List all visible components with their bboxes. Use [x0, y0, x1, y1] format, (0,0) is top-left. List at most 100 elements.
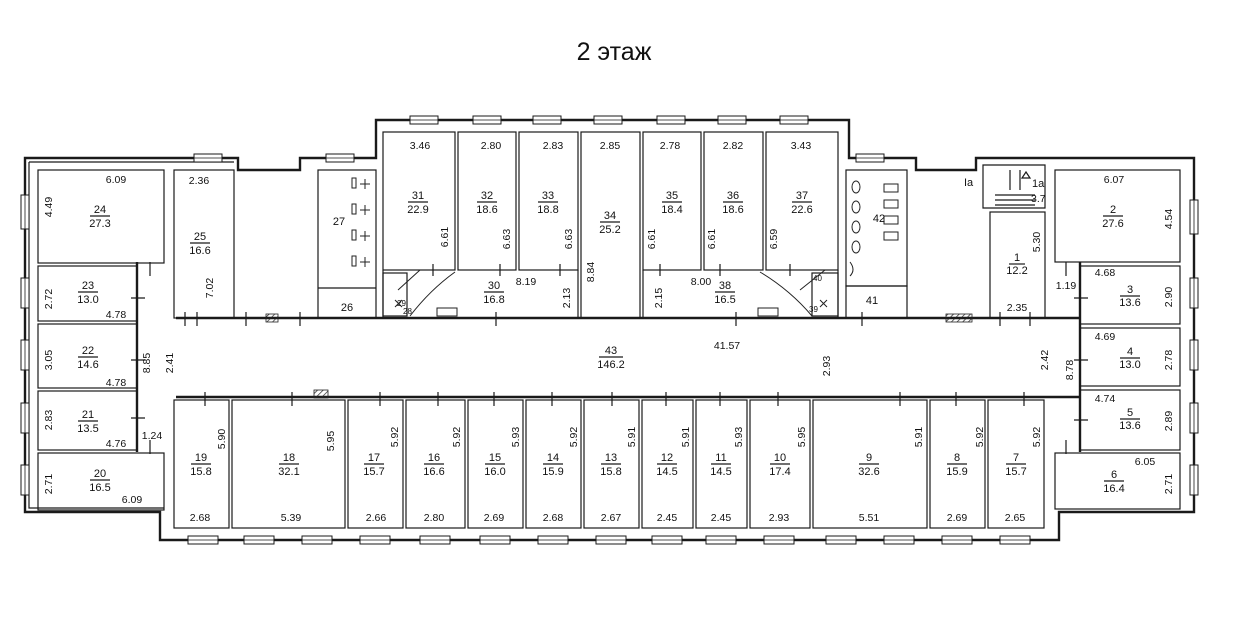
svg-text:2.80: 2.80 — [424, 512, 445, 524]
room-41: 41 — [866, 295, 878, 307]
room-29: 29 — [397, 299, 406, 308]
svg-text:8.19: 8.19 — [516, 276, 537, 288]
svg-text:17: 17 — [368, 452, 380, 464]
svg-text:13.6: 13.6 — [1119, 420, 1140, 432]
room-26: 26 — [341, 302, 353, 314]
svg-text:21: 21 — [82, 409, 94, 421]
svg-text:6: 6 — [1111, 469, 1117, 481]
sanitary-fixtures — [351, 177, 899, 317]
svg-text:13.0: 13.0 — [1119, 359, 1140, 371]
window — [20, 339, 30, 371]
svg-text:9: 9 — [866, 452, 872, 464]
svg-text:16.6: 16.6 — [189, 245, 210, 257]
svg-text:41: 41 — [866, 295, 878, 307]
svg-text:16.5: 16.5 — [714, 294, 735, 306]
svg-text:16.0: 16.0 — [484, 466, 505, 478]
svg-text:2.13: 2.13 — [561, 288, 573, 309]
svg-text:3.7: 3.7 — [1031, 193, 1046, 205]
svg-text:16: 16 — [428, 452, 440, 464]
room-4: 413.0 — [1119, 346, 1140, 371]
room-28: 28 — [403, 307, 412, 316]
svg-text:5.51: 5.51 — [859, 512, 880, 524]
svg-text:18.8: 18.8 — [537, 204, 558, 216]
window — [20, 464, 30, 496]
svg-text:24: 24 — [94, 204, 106, 216]
window — [1189, 402, 1199, 434]
svg-text:27.3: 27.3 — [89, 218, 110, 230]
room-27: 27 — [333, 216, 345, 228]
svg-text:2.68: 2.68 — [190, 512, 211, 524]
window — [20, 194, 30, 230]
svg-text:4.69: 4.69 — [1095, 331, 1116, 343]
svg-text:4.68: 4.68 — [1095, 267, 1116, 279]
svg-text:2.67: 2.67 — [601, 512, 622, 524]
svg-text:2.83: 2.83 — [43, 410, 55, 431]
svg-text:7: 7 — [1013, 452, 1019, 464]
svg-text:37: 37 — [796, 190, 808, 202]
svg-text:16.4: 16.4 — [1103, 483, 1124, 495]
svg-text:6.63: 6.63 — [563, 229, 575, 250]
window — [193, 153, 223, 163]
svg-text:6.59: 6.59 — [768, 229, 780, 250]
svg-text:14: 14 — [547, 452, 559, 464]
svg-text:14.6: 14.6 — [77, 359, 98, 371]
window — [883, 535, 915, 545]
svg-text:5.92: 5.92 — [974, 427, 986, 448]
room-9: 932.6 — [858, 452, 879, 478]
svg-text:39: 39 — [809, 305, 818, 314]
svg-text:32: 32 — [481, 190, 493, 202]
svg-text:2.68: 2.68 — [543, 512, 564, 524]
svg-text:4: 4 — [1127, 346, 1133, 358]
window — [187, 535, 219, 545]
svg-text:15.8: 15.8 — [600, 466, 621, 478]
room-7: 715.7 — [1005, 452, 1026, 478]
svg-text:2.71: 2.71 — [1163, 474, 1175, 495]
svg-text:2.45: 2.45 — [657, 512, 678, 524]
svg-text:15.9: 15.9 — [946, 466, 967, 478]
page-title: 2 этаж — [576, 38, 652, 66]
svg-text:35: 35 — [666, 190, 678, 202]
svg-text:18.4: 18.4 — [661, 204, 682, 216]
svg-text:2.93: 2.93 — [769, 512, 790, 524]
svg-text:5: 5 — [1127, 407, 1133, 419]
svg-text:5.91: 5.91 — [680, 427, 692, 448]
window — [325, 153, 355, 163]
room-6: 616.4 — [1103, 469, 1124, 495]
room-39: 39 — [809, 305, 818, 314]
svg-text:33: 33 — [542, 190, 554, 202]
svg-text:16.6: 16.6 — [423, 466, 444, 478]
svg-text:8.85: 8.85 — [141, 353, 153, 374]
room-16: 16 16.6 — [423, 452, 444, 478]
room-35: 35 18.4 — [661, 190, 682, 216]
svg-text:15: 15 — [489, 452, 501, 464]
window — [419, 535, 451, 545]
svg-text:25: 25 — [194, 231, 206, 243]
room-42: 42 — [873, 213, 885, 225]
svg-text:19: 19 — [195, 452, 207, 464]
window — [1189, 464, 1199, 496]
svg-text:1.24: 1.24 — [142, 430, 163, 442]
svg-text:8.00: 8.00 — [691, 276, 712, 288]
south-block — [173, 399, 1045, 529]
svg-text:5.30: 5.30 — [1031, 232, 1043, 253]
dimension-labels: 2.35 5.30 3.7 6.07 4.54 4.68 2.90 1.19 4… — [43, 140, 1175, 524]
svg-text:13.5: 13.5 — [77, 423, 98, 435]
room-24: 24 27.3 — [89, 204, 110, 230]
svg-text:5.93: 5.93 — [733, 427, 745, 448]
room-15: 15 16.0 — [484, 452, 505, 478]
window — [593, 115, 623, 125]
windows — [20, 115, 1199, 545]
hatched-elements — [265, 313, 973, 399]
svg-text:4.76: 4.76 — [106, 438, 127, 450]
